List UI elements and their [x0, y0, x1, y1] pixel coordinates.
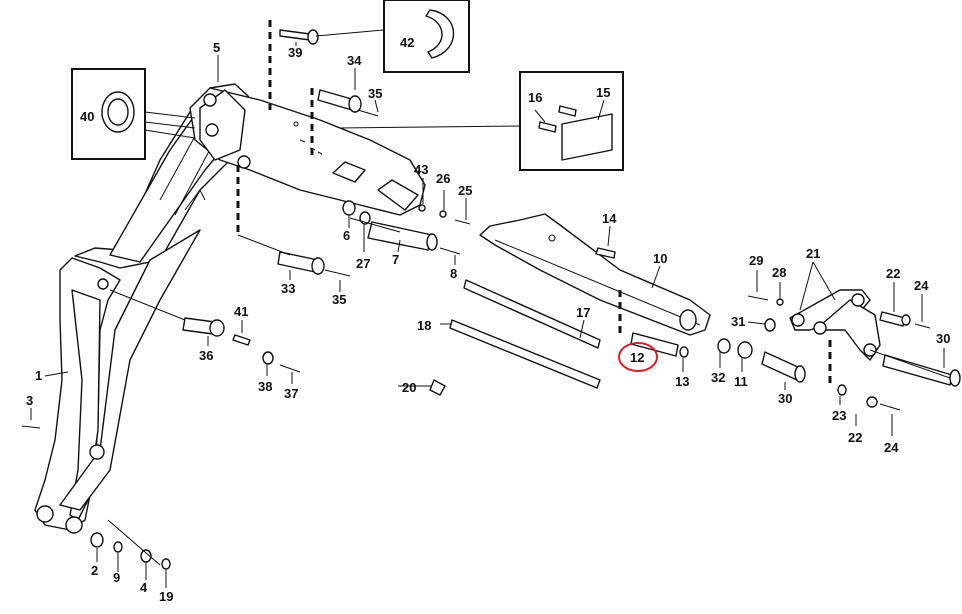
- callout-23: 23: [832, 408, 846, 423]
- callout-38: 38: [258, 379, 272, 394]
- callout-37: 37: [284, 386, 298, 401]
- inset-box-15-16: [339, 71, 624, 171]
- callout-26: 26: [436, 171, 450, 186]
- small-parts: [21, 29, 961, 570]
- callout-16: 16: [528, 90, 542, 105]
- callout-27: 27: [356, 256, 370, 271]
- assembly-lines: [107, 20, 951, 566]
- callout-9: 9: [113, 570, 120, 585]
- callout-14: 14: [602, 211, 617, 226]
- callout-30-center: 30: [778, 391, 792, 406]
- arm-assembly: [189, 87, 426, 216]
- callout-4: 4: [140, 580, 148, 595]
- bucket-link-assembly: [479, 213, 711, 336]
- callout-40: 40: [80, 109, 94, 124]
- callout-25: 25: [458, 183, 472, 198]
- callout-29: 29: [749, 253, 763, 268]
- callout-15: 15: [596, 85, 610, 100]
- callout-22-bottom: 22: [848, 430, 862, 445]
- inset-box-40: [71, 68, 196, 160]
- callout-7: 7: [392, 252, 399, 267]
- callout-18: 18: [417, 318, 431, 333]
- inset-box-42: [315, 0, 470, 73]
- callout-30-right: 30: [936, 331, 950, 346]
- callout-8: 8: [450, 266, 457, 281]
- callout-12: 12: [630, 350, 644, 365]
- callout-17: 17: [576, 305, 590, 320]
- callout-21: 21: [806, 246, 820, 261]
- callout-1: 1: [35, 368, 42, 383]
- callout-39: 39: [288, 45, 302, 60]
- callout-labels: 1 2 3 4 5 6 7 8 9 10 11 12 13 14 15 16 1…: [26, 35, 950, 604]
- callout-31: 31: [731, 314, 745, 329]
- callout-34: 34: [347, 53, 362, 68]
- callout-11: 11: [734, 374, 748, 389]
- callout-32: 32: [711, 370, 725, 385]
- callout-22-top: 22: [886, 266, 900, 281]
- callout-35-top: 35: [368, 86, 382, 101]
- callout-41: 41: [234, 304, 248, 319]
- callout-42: 42: [400, 35, 414, 50]
- callout-35-bottom: 35: [332, 292, 346, 307]
- callout-10: 10: [653, 251, 667, 266]
- leader-lines: [30, 42, 945, 588]
- callout-13: 13: [675, 374, 689, 389]
- callout-33: 33: [281, 281, 295, 296]
- callout-3: 3: [26, 393, 33, 408]
- linkage-assembly: [789, 289, 881, 361]
- callout-24-top: 24: [914, 278, 929, 293]
- callout-5: 5: [213, 40, 220, 55]
- callout-20: 20: [402, 380, 416, 395]
- callout-43: 43: [414, 162, 428, 177]
- callout-2: 2: [91, 563, 98, 578]
- callout-28: 28: [772, 265, 786, 280]
- highlight-circle-12: [618, 342, 658, 372]
- callout-19: 19: [159, 589, 173, 604]
- callout-24-bottom: 24: [884, 440, 899, 455]
- callout-6: 6: [343, 228, 350, 243]
- callout-36: 36: [199, 348, 213, 363]
